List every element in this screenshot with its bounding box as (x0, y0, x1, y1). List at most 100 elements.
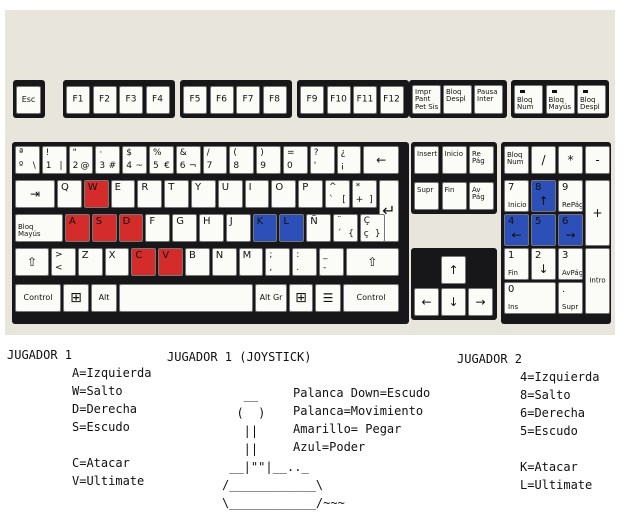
shift-icon: ⇧ (26, 255, 38, 269)
key-top: % (153, 148, 162, 158)
key-top: $ (126, 148, 132, 158)
joystick-legend-line: Palanca=Movimiento (293, 404, 424, 418)
key-f5: F5 (183, 86, 207, 114)
key-bottom: 0 (287, 161, 293, 171)
key-label: F3 (125, 94, 137, 105)
key-letter: T (168, 182, 175, 193)
key-label: F8 (269, 94, 280, 105)
arrow-icon: ↓ (448, 295, 459, 309)
key-n: N (211, 248, 237, 276)
key-top: ¿ (340, 148, 346, 158)
key-sub: AvPág (562, 269, 583, 277)
key-letter: C (135, 250, 143, 261)
key-2: "2@ (68, 146, 94, 174)
windows-icon: ⊞ (295, 290, 307, 306)
key-label: F9 (306, 94, 318, 105)
key-letter: L (283, 216, 289, 227)
key-letter: Q (61, 182, 69, 193)
key-label: F2 (99, 94, 110, 105)
key-f9: F9 (300, 86, 324, 114)
key-x: X (104, 248, 130, 276)
key-extra-1: *+] (351, 180, 377, 208)
key-num: 5 (535, 216, 542, 227)
key-0: =0 (283, 146, 308, 174)
key-alt: \ (32, 161, 36, 171)
key-f: F (145, 214, 171, 242)
key-letter: A (69, 216, 76, 227)
windows-key: ⊞ (63, 284, 89, 312)
arrow-up-icon: ↑ (448, 263, 459, 277)
key-b: B (185, 248, 210, 276)
key-ñ: Ñ (306, 214, 331, 242)
numpad-top-0: Bloq Num (504, 146, 529, 174)
key-sys-2: Pausa Inter (474, 85, 503, 114)
key-bottom: ' (313, 161, 317, 171)
key-f1: F1 (66, 86, 90, 114)
key-num: 3 (562, 250, 569, 261)
key-letter: Ñ (310, 216, 318, 227)
key-sub: Supr (562, 303, 579, 311)
key-label: F5 (189, 94, 201, 105)
shift-left-key: ⇧ (15, 248, 49, 276)
key-sub: → (565, 227, 576, 242)
key-top: : (296, 250, 300, 260)
key-bottom: + (355, 195, 364, 205)
key-letter: N (215, 250, 224, 261)
key-u: U (217, 180, 243, 208)
key-s: S (91, 214, 117, 242)
numpad-intro-key: Intro (585, 248, 610, 314)
key-label: Control (356, 293, 386, 302)
key-z: Z (77, 248, 103, 276)
key-top: ; (269, 250, 273, 260)
player2-line: L=Ultimate (520, 478, 593, 492)
key-alt: { (348, 229, 354, 239)
menu-key: ☰ (315, 284, 341, 312)
key-alt: @ (80, 161, 90, 171)
key-r: R (137, 180, 163, 208)
player2-line: 5=Escudo (520, 424, 578, 438)
joystick-art-line: /____________\ (222, 478, 324, 492)
key-punct-1: :. (292, 248, 317, 276)
numpad-top-3: - (585, 146, 610, 174)
key-letter: D (122, 216, 131, 227)
key-num: 1 (508, 250, 515, 261)
key-f6: F6 (209, 86, 234, 114)
key-top: _ (323, 250, 328, 260)
key-sub: Ins (508, 303, 519, 311)
key-5: %5€ (149, 146, 174, 174)
caps-label: Bloq Mayús (18, 223, 41, 239)
key-alt: # (108, 161, 117, 171)
key-f11: F11 (353, 86, 377, 114)
key-label: Pausa Inter (477, 88, 498, 104)
key-letter: R (141, 182, 149, 193)
joystick-art-line: || (222, 424, 259, 438)
key-letter: F (149, 216, 156, 227)
key-letter: J (229, 216, 233, 227)
key-label: / (541, 153, 546, 167)
key-label: Alt Gr (259, 293, 283, 302)
joystick-art-line: || (222, 442, 259, 456)
key-num: 2 (535, 250, 542, 261)
key-sub: RePág (562, 201, 583, 209)
key-letter: Y (195, 182, 202, 193)
player2-title: JUGADOR 2 (457, 352, 523, 366)
key-label: Intro (589, 276, 606, 285)
key-bottom: 2 (72, 161, 79, 171)
key-label: - (595, 153, 600, 167)
key-label: Inicio (444, 150, 464, 158)
player2-line: 4=Izquierda (520, 370, 600, 384)
key-alt: | (59, 161, 63, 171)
key-w: W (83, 180, 109, 208)
key-letter: E (114, 182, 121, 193)
joystick-title: JUGADOR 1 (JOYSTICK) (167, 350, 312, 364)
key-top: ª (19, 148, 24, 158)
player2-line: 8=Salto (520, 388, 571, 402)
key-bottom: 7 (206, 161, 213, 171)
key-bottom: - (323, 263, 327, 273)
windows-right-key: ⊞ (289, 284, 313, 312)
key-alt: ~ (135, 161, 143, 171)
key-label: Control (23, 293, 53, 302)
key-h: H (199, 214, 224, 242)
numpad-top-1: / (531, 146, 556, 174)
